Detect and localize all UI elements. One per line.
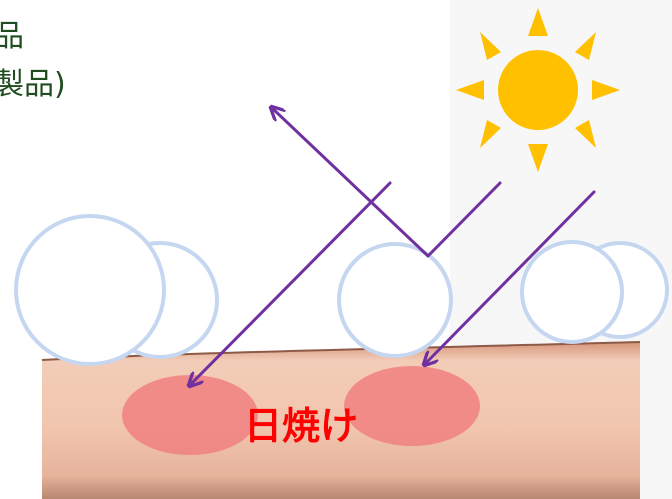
heading-line-1: 品 — [0, 19, 24, 54]
uv-ray-reflected — [272, 108, 502, 258]
particle — [520, 240, 624, 344]
heading-line-2: 製品) — [0, 67, 66, 102]
uv-ray-penetrating-left — [190, 181, 392, 385]
sunburn-label: 日焼け — [244, 404, 359, 448]
sun-icon — [456, 8, 620, 172]
uv-ray-penetrating-right — [425, 190, 596, 364]
sunscreen-particles — [14, 214, 669, 366]
particle — [14, 214, 166, 366]
burn-spot-right — [344, 366, 480, 446]
particle — [337, 242, 453, 358]
burn-spot-left — [122, 375, 258, 455]
uv-rays — [190, 108, 596, 385]
